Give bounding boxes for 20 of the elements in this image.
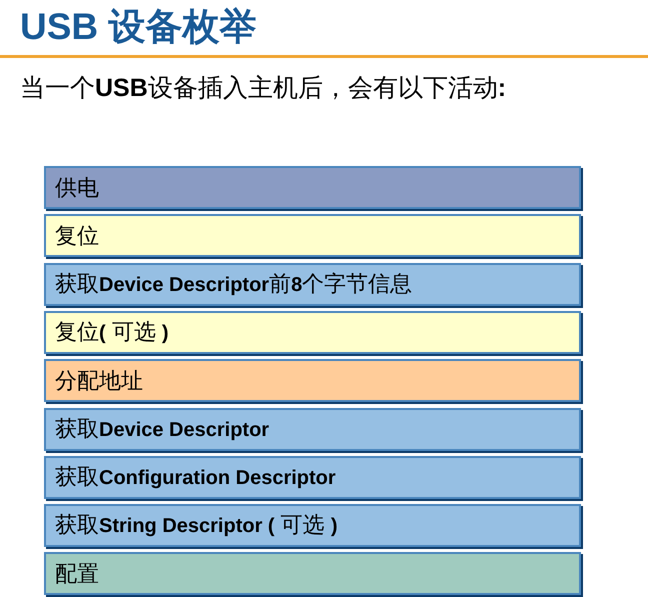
step-box — [44, 504, 581, 548]
step-box — [44, 214, 581, 258]
step-text: 复位( 可选 ) — [55, 318, 169, 346]
step-box — [44, 552, 581, 596]
step-box — [44, 310, 581, 354]
step-box — [44, 456, 581, 499]
step-text: 供电 — [55, 174, 99, 202]
step-text: 获取Device Descriptor — [55, 414, 270, 442]
step-text: 配置 — [55, 560, 99, 588]
step-text: 获取String Descriptor ( 可选 ) — [55, 511, 338, 540]
step-text: 获取Configuration Descriptor — [55, 462, 336, 491]
step-text: 分配地址 — [55, 366, 143, 395]
step-box — [44, 359, 581, 402]
step-box — [44, 262, 581, 306]
step-text: 复位 — [55, 222, 99, 250]
intro-text: 当一个USB设备插入主机后，会有以下活动: — [20, 73, 506, 104]
step-box — [44, 408, 581, 450]
step-box — [44, 166, 581, 209]
step-text: 获取Device Descriptor前8个字节信息 — [55, 270, 412, 298]
title: USB 设备枚举 — [20, 5, 256, 49]
